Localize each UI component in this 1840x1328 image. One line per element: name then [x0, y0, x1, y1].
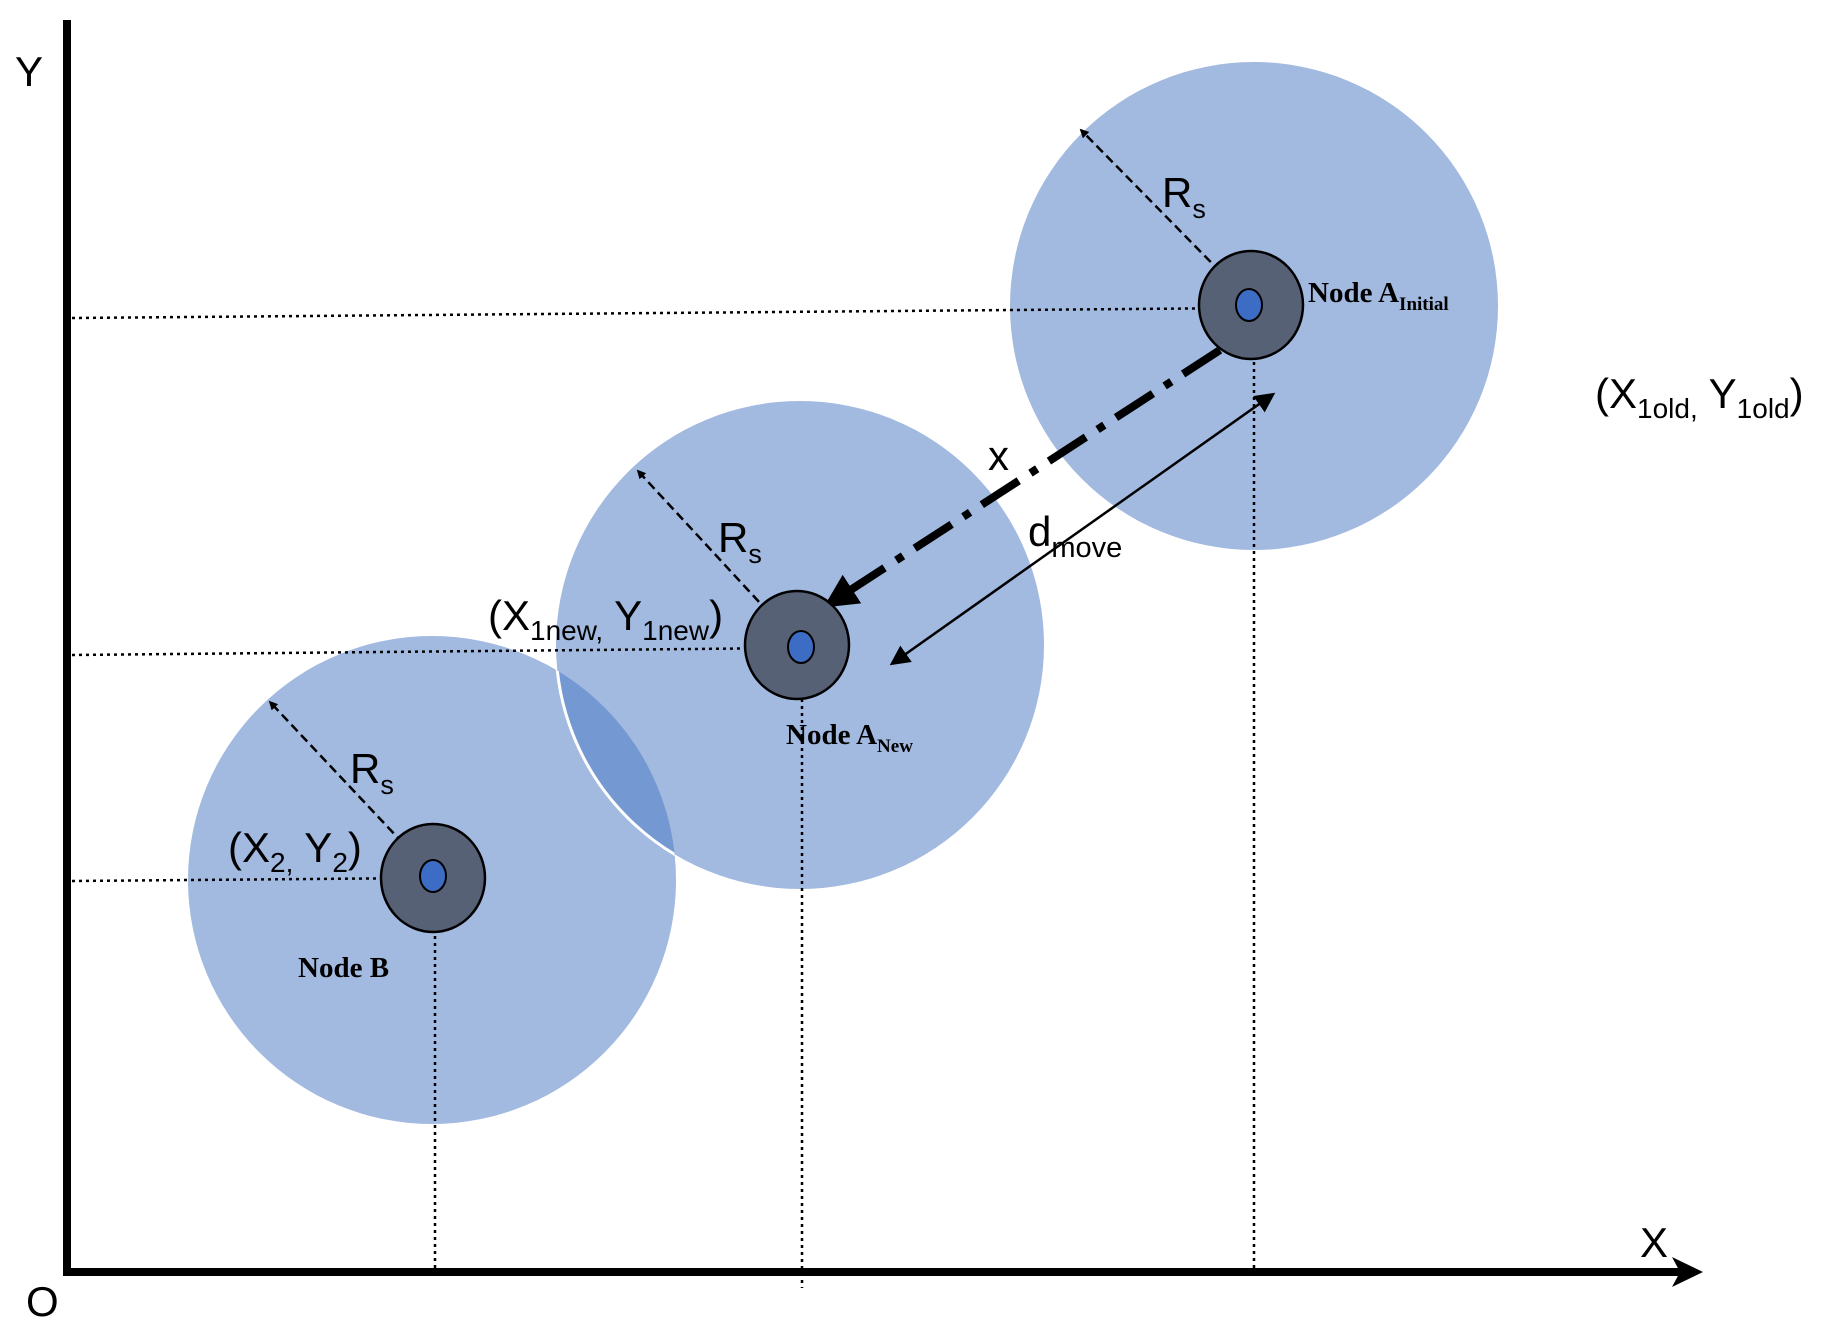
- distance-label: x: [988, 432, 1009, 479]
- x-axis-label: X: [1640, 1219, 1668, 1266]
- dmove-arrow: [889, 392, 1276, 666]
- node-a-new-label: Node ANew: [786, 719, 913, 757]
- dmove-label: dmove: [1028, 508, 1122, 564]
- node-b: [379, 822, 487, 934]
- coord-label-b: (X2, Y2): [228, 824, 362, 878]
- node-b-label: Node B: [298, 952, 389, 984]
- radius-arrow-a-new: [636, 469, 798, 644]
- radius-arrow-a-initial: [1079, 128, 1251, 303]
- node-a-new: [743, 589, 851, 701]
- x-axis-arrow: [1672, 1257, 1703, 1287]
- radius-label-a-new: Rs: [718, 514, 762, 569]
- node-a-initial-label: Node AInitial: [1308, 277, 1449, 315]
- coord-label-a-initial: (X1old, Y1old): [1595, 370, 1804, 424]
- node-a-initial: [1197, 249, 1305, 361]
- y-axis-label: Y: [15, 48, 43, 95]
- radius-label-a-initial: Rs: [1162, 169, 1206, 224]
- origin-label: O: [26, 1278, 59, 1325]
- coord-label-a-new: (X1new, Y1new): [488, 592, 723, 646]
- radius-arrow-b: [268, 700, 433, 875]
- radius-label-b: Rs: [350, 745, 394, 800]
